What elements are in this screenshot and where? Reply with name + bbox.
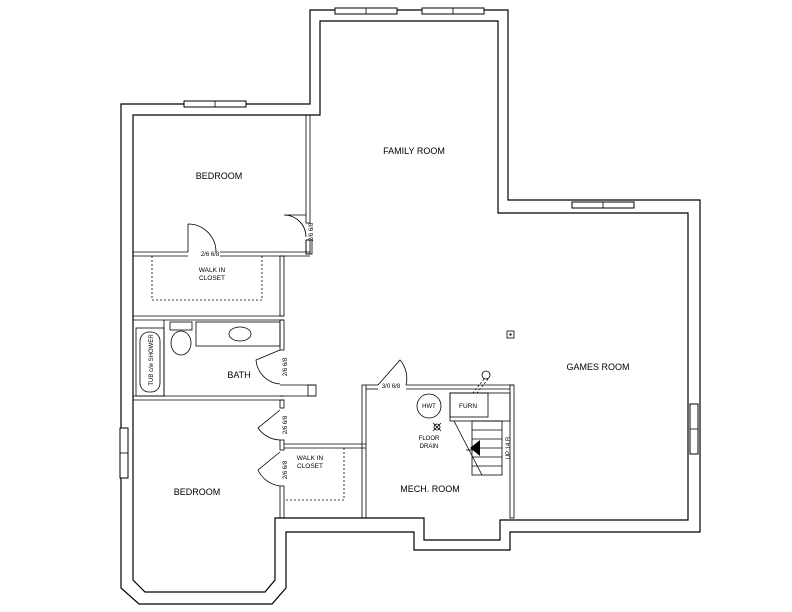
toilet-bowl bbox=[170, 330, 192, 356]
hwt-tank bbox=[416, 393, 442, 419]
floor-drain-symbol bbox=[433, 423, 441, 431]
bedroom-bottom-label: BEDROOM bbox=[174, 487, 221, 497]
door-size-bath: 2/6 6/8 bbox=[283, 357, 289, 376]
vanity bbox=[195, 321, 281, 347]
family-room-label: FAMILY ROOM bbox=[383, 146, 445, 156]
closet-bottom-label-1: WALK IN bbox=[297, 455, 324, 462]
furnace-box bbox=[449, 392, 489, 418]
flue bbox=[481, 370, 491, 380]
door-size-bedroom-top: 2/6 6/8 bbox=[201, 252, 220, 258]
interior-walls bbox=[133, 114, 515, 519]
floor-drain-label-1: FLOOR bbox=[419, 436, 440, 442]
windows bbox=[119, 7, 699, 479]
stairs bbox=[453, 420, 503, 476]
tub-shower-label: TUB c/w SHOWER bbox=[149, 334, 155, 386]
door-size-closet-bottom: 2/6 6/8 bbox=[283, 460, 289, 479]
mech-room-label: MECH. ROOM bbox=[400, 484, 460, 494]
door-size-labels: 2/6 6/8 2/6 6/8 2/6 6/8 2/6 6/8 2/6 6/8 … bbox=[201, 222, 401, 479]
door-size-bedroom-bottom: 2/6 6/8 bbox=[283, 415, 289, 434]
post-symbol bbox=[506, 330, 515, 339]
fixture-labels: HWT FURN FLOOR DRAIN UP 14 R bbox=[419, 403, 512, 459]
floor-drain-label-2: DRAIN bbox=[420, 444, 439, 450]
exterior-walls bbox=[120, 9, 701, 605]
closet-top-label-2: CLOSET bbox=[199, 275, 225, 282]
hwt-label: HWT bbox=[422, 404, 436, 410]
doors bbox=[187, 214, 408, 487]
bedroom-top-label: BEDROOM bbox=[196, 171, 243, 181]
stair-arrow-icon bbox=[470, 440, 480, 456]
sink bbox=[228, 326, 252, 342]
bath-fixtures bbox=[135, 320, 281, 397]
furn-label: FURN bbox=[459, 403, 477, 410]
closet-top-label-1: WALK IN bbox=[199, 267, 226, 274]
closet-shelves bbox=[151, 256, 345, 501]
door-size-mech: 3/0 6/8 bbox=[382, 384, 401, 390]
mech-fixtures bbox=[416, 370, 511, 432]
closet-bottom-label-2: CLOSET bbox=[297, 463, 323, 470]
toilet-tank bbox=[169, 321, 193, 331]
room-labels: FAMILY ROOM BEDROOM WALK IN CLOSET BATH … bbox=[149, 146, 630, 497]
bath-label: BATH bbox=[227, 370, 250, 380]
door-size-family-side: 2/6 6/8 bbox=[309, 222, 315, 241]
games-room-label: GAMES ROOM bbox=[566, 362, 629, 372]
stairs-label: UP 14 R bbox=[506, 436, 512, 459]
